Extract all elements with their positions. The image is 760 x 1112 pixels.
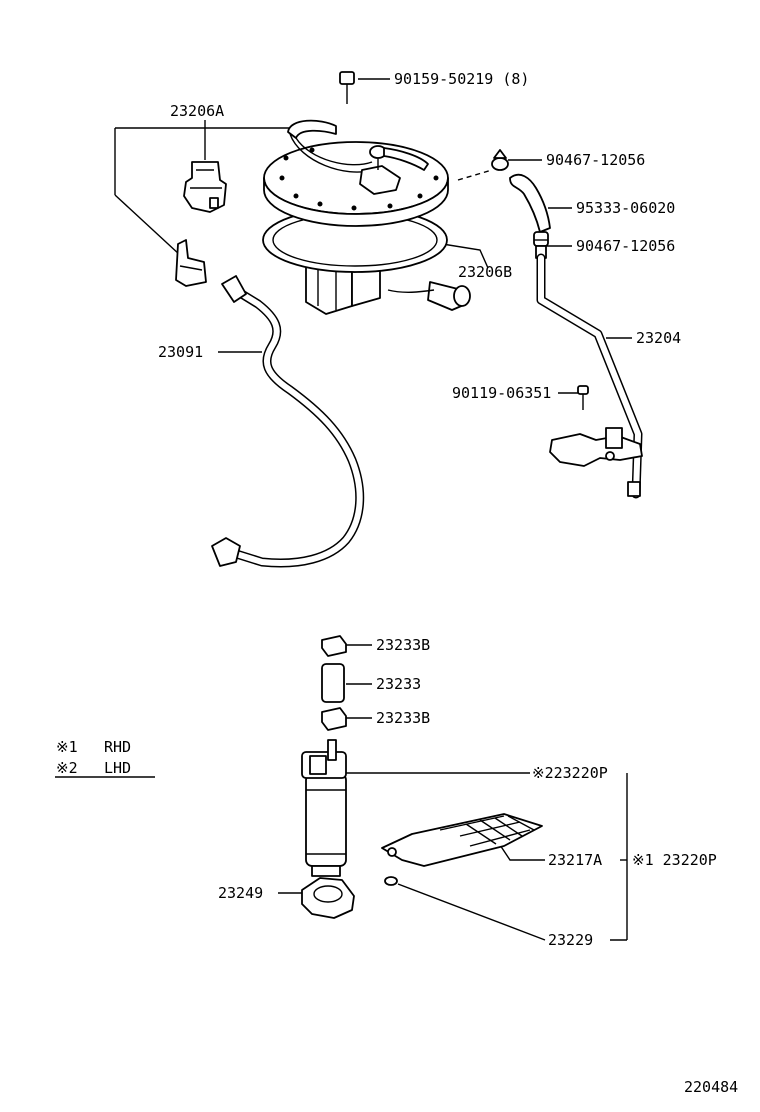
legend-mark-1: ※1	[56, 738, 78, 756]
float-icon	[427, 281, 471, 311]
pump-bracket-assembly-icon	[262, 119, 471, 315]
label-gasket: 23206B	[458, 263, 512, 281]
label-fuel-pipe: 23091	[158, 343, 203, 361]
label-bolt-top: 90159-50219 (8)	[394, 70, 529, 88]
label-bolt-side: 90119-06351	[452, 384, 551, 402]
legend-text-1: RHD	[104, 738, 131, 756]
label-cushion-top: 23233B	[376, 636, 430, 654]
clip-icon	[384, 876, 398, 886]
fuel-pump-icon	[301, 739, 347, 877]
leader-lines	[55, 78, 632, 941]
cushion-bottom-icon	[321, 707, 347, 731]
label-bracket: 23249	[218, 884, 263, 902]
label-hose: 95333-06020	[576, 199, 675, 217]
fuel-tube-icon	[536, 253, 643, 499]
label-clip: 23229	[548, 931, 593, 949]
hose-clamp-upper-icon	[491, 149, 509, 171]
bolt-side-icon	[577, 385, 589, 410]
legend-mark-2: ※2	[56, 759, 78, 777]
label-tube: 23204	[636, 329, 681, 347]
bolt-top-icon	[339, 71, 355, 104]
fuel-filter-icon	[381, 813, 543, 867]
label-cushion-bottom: 23233B	[376, 709, 430, 727]
fuel-pipe-icon	[211, 275, 365, 568]
label-cushion: 23233	[376, 675, 421, 693]
cushion-top-icon	[321, 635, 347, 657]
label-clamp-lower: 90467-12056	[576, 237, 675, 255]
label-pump-lhd: ※223220P	[532, 764, 608, 782]
legend: ※1 RHD ※2 LHD	[56, 738, 131, 777]
cushion-icon	[321, 663, 345, 703]
plate-bolt-dots	[279, 147, 439, 211]
label-pump-rhd: ※1 23220P	[632, 851, 717, 869]
part-labels: 90159-50219 (8) 23206A 90467-12056 95333…	[158, 70, 738, 1096]
legend-text-2: LHD	[104, 759, 131, 777]
label-sender: 23206A	[170, 102, 224, 120]
sender-connector-icon	[183, 161, 227, 213]
terminal-clip-icon	[175, 239, 207, 287]
pump-bracket-icon	[301, 877, 355, 919]
label-clamp-upper: 90467-12056	[546, 151, 645, 169]
fuel-hose-icon	[509, 173, 551, 233]
label-filter: 23217A	[548, 851, 602, 869]
figure-code: 220484	[684, 1078, 738, 1096]
